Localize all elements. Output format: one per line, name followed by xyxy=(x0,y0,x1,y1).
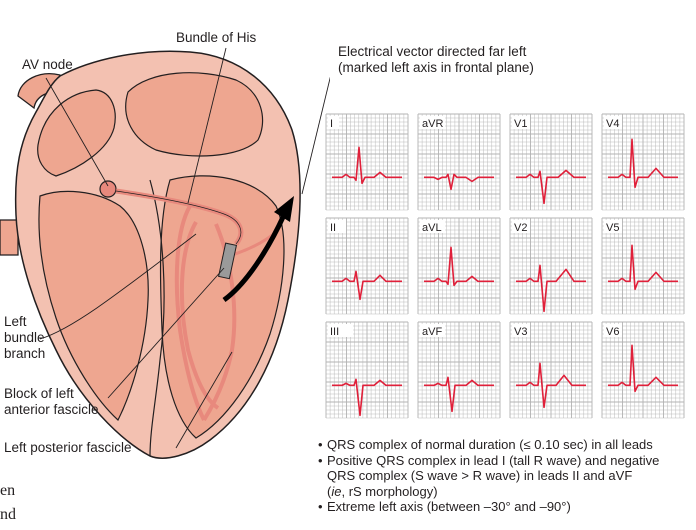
ecg-trace xyxy=(332,378,402,417)
ecg-lead-label: V1 xyxy=(514,118,527,130)
ecg-lead-label: V2 xyxy=(514,222,527,234)
ecg-label-bg xyxy=(420,220,445,233)
vector-arrowhead xyxy=(274,196,294,222)
ecg-label-bg xyxy=(328,220,346,233)
label-line: Left xyxy=(4,314,27,329)
ecg-lead-label: V6 xyxy=(606,326,619,338)
label-line: bundle xyxy=(4,330,45,345)
label-av-node: AV node xyxy=(22,57,73,72)
ecg-trace xyxy=(424,173,494,191)
ecg-trace xyxy=(608,244,678,291)
ecg-trace xyxy=(516,169,586,205)
heart-illustration xyxy=(0,47,330,459)
finding-1: •QRS complex of normal duration (≤ 0.10 … xyxy=(318,437,653,452)
cutoff-text: en xyxy=(0,482,16,499)
av-node-circle xyxy=(99,180,117,198)
left-bundle-branch-path xyxy=(179,221,220,410)
ecg-label-bg xyxy=(420,324,445,337)
findings-list: •QRS complex of normal duration (≤ 0.10 … xyxy=(318,437,659,515)
ecg-label-bg xyxy=(328,116,339,129)
label-electrical-vector: Electrical vector directed far left (mar… xyxy=(338,44,534,76)
ecg-trace xyxy=(424,376,494,413)
label-bundle-of-his: Bundle of His xyxy=(176,30,257,45)
ecg-lead-avr: aVR xyxy=(417,113,501,211)
ecg-label-bg xyxy=(512,324,530,337)
ecg-label-bg xyxy=(328,324,353,337)
ecg-lead-i: I xyxy=(325,113,409,211)
finding-2: •Positive QRS complex in lead I (tall R … xyxy=(318,452,660,468)
leader-bundle-of-his xyxy=(187,47,227,204)
leader-av-node xyxy=(45,77,109,187)
ecg-lead-v4: V4 xyxy=(601,113,685,211)
ecg-lead-v1: V1 xyxy=(509,113,593,211)
ecg-trace xyxy=(332,270,402,301)
ecg-lead-v2: V2 xyxy=(509,217,593,315)
cutoff-text: nd xyxy=(0,506,16,523)
ecg-label-bg xyxy=(512,116,530,129)
ecg-label-bg xyxy=(604,324,622,337)
ecg-lead-avf: aVF xyxy=(417,321,501,419)
right-atrium xyxy=(37,89,116,177)
label-left-posterior-fascicle: Left posterior fascicle xyxy=(4,440,132,455)
left-ventricle xyxy=(159,175,285,439)
ecg-lead-label: V3 xyxy=(514,326,527,338)
ecg-lead-label: V4 xyxy=(606,118,619,130)
ecg-trace xyxy=(608,138,678,189)
left-atrium xyxy=(125,72,264,157)
ecg-lead-label: II xyxy=(330,222,336,234)
label-line: anterior fascicle xyxy=(4,402,99,417)
leader-left-bundle-branch xyxy=(39,233,197,340)
ecg-label-bg xyxy=(604,116,622,129)
ecg-trace xyxy=(516,362,586,409)
ecg-trace xyxy=(424,246,494,287)
finding-2-cont: QRS complex (S wave > R wave) in leads I… xyxy=(327,468,633,483)
ecg-trace xyxy=(516,264,586,313)
ecg-lead-label: V5 xyxy=(606,222,619,234)
ecg-label-bg xyxy=(604,220,622,233)
ecg-label-bg xyxy=(420,116,445,129)
ecg-lead-v3: V3 xyxy=(509,321,593,419)
finding-2-cont: (ie, rS morphology) xyxy=(327,483,438,499)
ecg-label-bg xyxy=(512,220,530,233)
leader-posterior-fascicle xyxy=(175,351,233,449)
ecg-lead-label: aVL xyxy=(422,222,442,234)
leader-block xyxy=(107,267,225,399)
ecg-lead-v6: V6 xyxy=(601,321,685,419)
ecg-lead-avl: aVL xyxy=(417,217,501,315)
block-rectangle xyxy=(218,242,238,280)
vector-arrow xyxy=(222,213,287,303)
septum xyxy=(149,179,165,457)
ecg-lead-ii: II xyxy=(325,217,409,315)
label-line: (marked left axis in frontal plane) xyxy=(338,60,534,75)
ecg-lead-label: aVF xyxy=(422,326,442,338)
left-vessel xyxy=(0,219,19,256)
ecg-lead-label: aVR xyxy=(422,118,443,130)
finding-3: •Extreme left axis (between –30° and –90… xyxy=(318,499,571,514)
right-bundle-branch xyxy=(174,204,206,421)
leader-vector xyxy=(301,76,330,195)
label-line: Electrical vector directed far left xyxy=(338,44,527,59)
ecg-lead-iii: III xyxy=(325,321,409,419)
ecg-trace xyxy=(332,146,402,185)
right-ventricle xyxy=(38,190,149,421)
ecg-lead-label: I xyxy=(330,118,333,130)
ecg-lead-label: III xyxy=(330,326,339,338)
label-line: branch xyxy=(4,346,46,361)
ecg-lead-v5: V5 xyxy=(601,217,685,315)
bundle-of-his-outline xyxy=(115,190,242,245)
label-left-bundle-branch: Left bundle branch xyxy=(4,314,45,362)
ecg-trace xyxy=(608,344,678,393)
label-block-left-anterior-fascicle: Block of left anterior fascicle xyxy=(4,386,99,418)
label-line: Block of left xyxy=(4,386,74,401)
